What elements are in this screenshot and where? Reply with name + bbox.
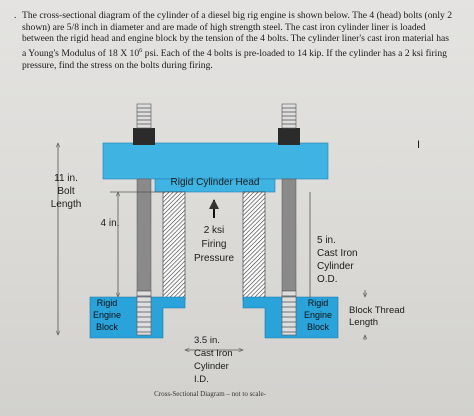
left-block-label-3: Block (96, 322, 119, 332)
bolt-length-word-1: Bolt (57, 186, 74, 197)
problem-statement: . The cross-sectional diagram of the cyl… (14, 10, 454, 71)
pressure-value: 2 ksi (204, 225, 225, 236)
id-word-3: I.D. (194, 374, 209, 385)
left-block-label-1: Rigid (97, 298, 118, 308)
head-label: Rigid Cylinder Head (171, 177, 260, 188)
liner-height-label: 4 in. (101, 218, 120, 229)
right-bolt-thread (281, 296, 297, 336)
right-liner-wall (242, 191, 266, 301)
right-block-label-3: Block (307, 322, 330, 332)
diagram-caption: Cross-Sectional Diagram – not to scale- (154, 390, 266, 398)
left-liner-wall (162, 191, 186, 301)
id-word-1: Cast Iron (194, 348, 233, 359)
problem-text-part-2: psi. Each of the 4 bolts is pre-loaded t… (22, 47, 447, 71)
cylinder-head (102, 142, 329, 193)
bolt-length-word-2: Length (51, 199, 82, 210)
problem-bullet: . (14, 10, 17, 21)
problem-exponent: 6 (139, 46, 143, 54)
text-cursor-icon: I (417, 139, 420, 151)
od-word-3: O.D. (317, 274, 338, 285)
left-bolt-thread (136, 296, 152, 336)
thread-length-label-2: Length (349, 317, 378, 328)
dimension-lines (58, 143, 365, 350)
od-word-1: Cast Iron (317, 248, 358, 259)
thread-length-label-1: Block Thread (349, 305, 405, 316)
od-value: 5 in. (317, 235, 336, 246)
bolt-length-value: 11 in. (54, 173, 78, 184)
id-value: 3.5 in. (194, 335, 220, 346)
problem-text-part-1: The cross-sectional diagram of the cylin… (22, 10, 453, 59)
od-word-2: Cylinder (317, 261, 354, 272)
right-block-label-2: Engine (304, 310, 332, 320)
right-block-label-1: Rigid (308, 298, 329, 308)
id-word-2: Cylinder (194, 361, 229, 372)
pressure-word-1: Firing (201, 239, 226, 250)
pressure-word-2: Pressure (194, 253, 234, 264)
left-block-label-2: Engine (93, 310, 121, 320)
